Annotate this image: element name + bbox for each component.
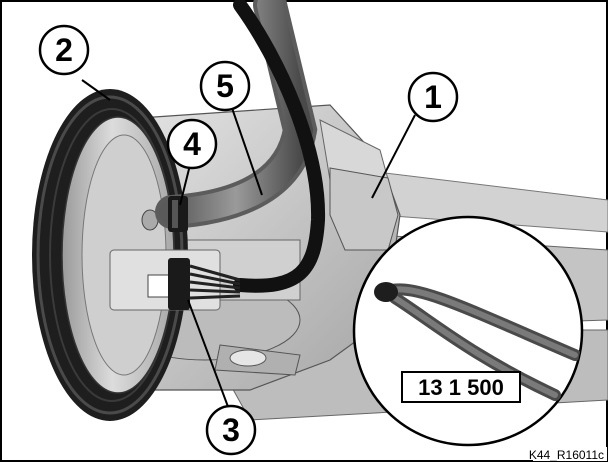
electrical-line <box>233 0 326 293</box>
bracket-part <box>329 167 399 251</box>
callout-2: 2 <box>38 24 90 76</box>
pliers-tool-illustration <box>374 282 581 401</box>
reference-code: K44_R16011c <box>529 448 604 462</box>
hose-clamp <box>168 196 188 232</box>
callout-5-label: 5 <box>216 68 234 104</box>
callout-1: 1 <box>407 71 459 123</box>
leader-lines <box>81 79 416 413</box>
callout-3: 3 <box>205 404 257 456</box>
callout-4: 4 <box>166 118 218 170</box>
callout-4-label: 4 <box>183 126 201 162</box>
tool-number-box <box>401 371 521 403</box>
tool-detail-inset: 13 1 500 <box>352 215 584 447</box>
callout-3-label: 3 <box>222 412 240 448</box>
electrical-connector <box>168 258 241 310</box>
reference-box <box>533 447 607 461</box>
callout-5: 5 <box>199 60 251 112</box>
callout-1-label: 1 <box>424 79 442 115</box>
callout-2-label: 2 <box>55 32 73 68</box>
flange-face <box>109 209 301 376</box>
fuel-hose-highlight <box>159 0 314 225</box>
tool-number: 13 1 500 <box>418 375 504 400</box>
